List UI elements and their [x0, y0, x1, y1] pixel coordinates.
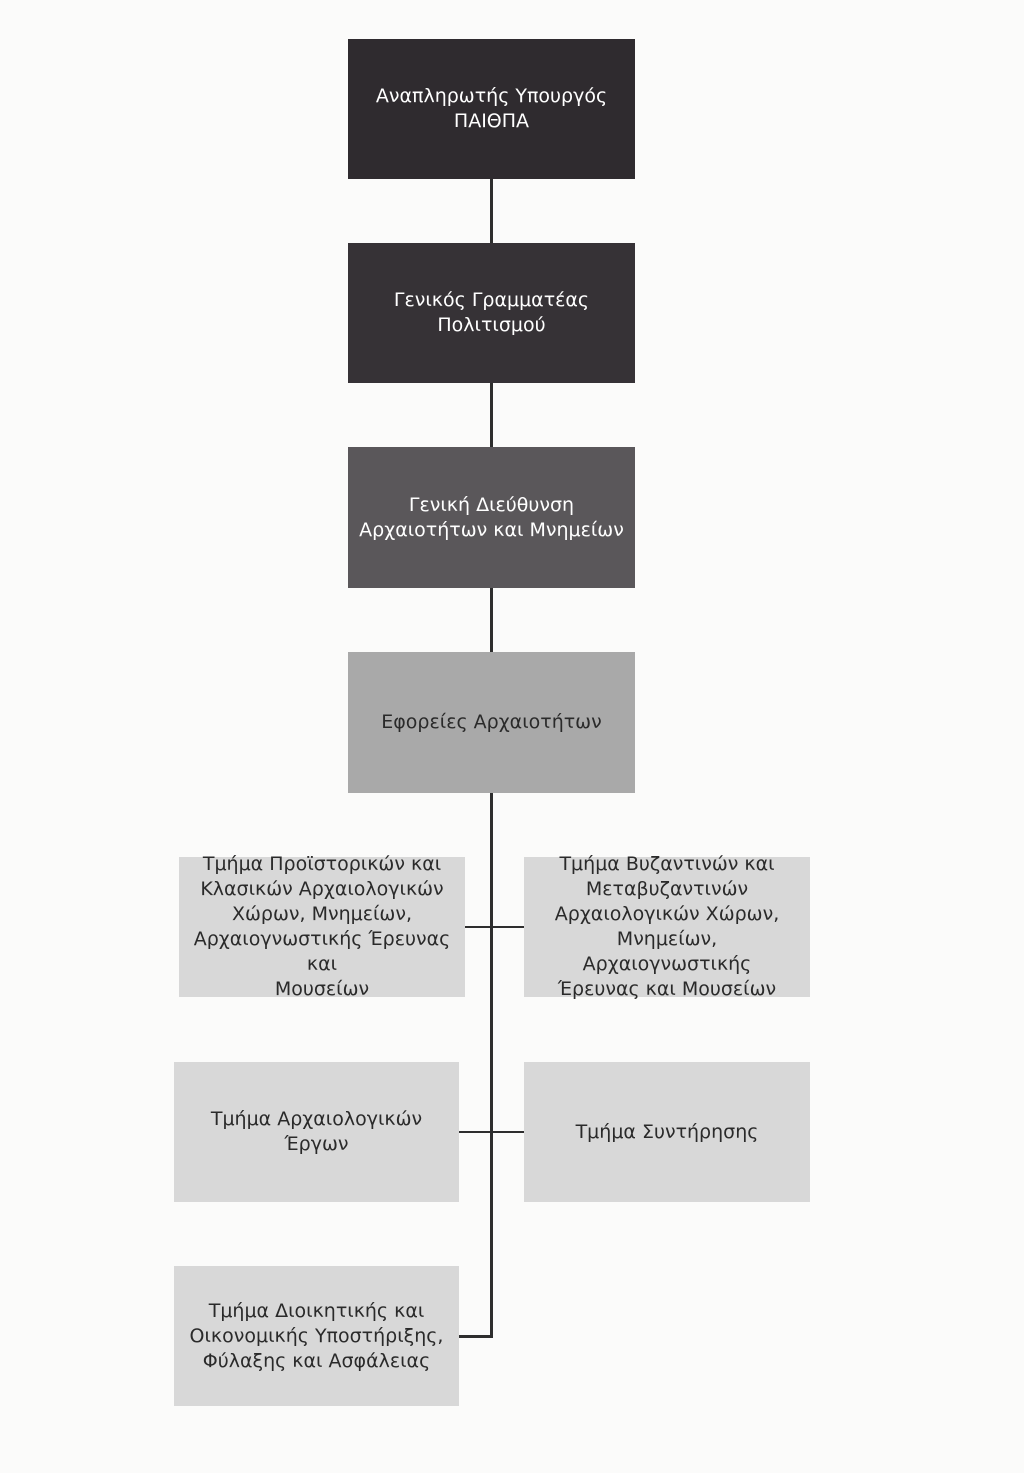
department-label-line: Τμήμα Συντήρησης — [575, 1120, 759, 1143]
connector-branch-row3 — [459, 1335, 493, 1338]
secretary-general-title: Γενικός Γραμματέας — [393, 289, 590, 311]
byzantine-department-box: Τμήμα Βυζαντινών και Μεταβυζαντινών Αρχα… — [524, 853, 810, 1000]
secretary-general-box: Γενικός Γραμματέας Πολιτισμού — [348, 243, 635, 383]
conservation-department-box: Τμήμα Συντήρησης — [524, 1062, 810, 1202]
secretary-general-subtitle: Πολιτισμού — [437, 314, 546, 336]
department-label-line: Τμήμα Διοικητικής και — [208, 1299, 425, 1322]
department-label-line: Έρευνας και Μουσείων — [557, 978, 777, 1000]
department-label-line: Μουσείων — [274, 978, 370, 1000]
department-label-line: Τμήμα Αρχαιολογικών Έργων — [210, 1108, 423, 1155]
department-label-line: Χώρων, Μνημείων, — [232, 903, 412, 925]
general-directorate-box: Γενική Διεύθυνση Αρχαιοτήτων και Μνημείω… — [348, 447, 635, 588]
department-label-line: Τμήμα Προϊστορικών και — [202, 853, 442, 875]
connector-level1-level2 — [490, 179, 493, 243]
administrative-support-department-box: Τμήμα Διοικητικής και Οικονομικής Υποστή… — [174, 1266, 459, 1406]
deputy-minister-title: Αναπληρωτής Υπουργός — [375, 85, 608, 107]
department-label-line: Μνημείων, Αρχαιογνωστικής — [582, 928, 752, 975]
general-directorate-title: Γενική Διεύθυνση — [408, 493, 575, 516]
ephorates-box: Εφορείες Αρχαιοτήτων — [348, 652, 635, 793]
department-label-line: Οικονομικής Υποστήριξης, — [189, 1324, 444, 1347]
connector-branch-row2 — [459, 1131, 524, 1133]
ephorates-title: Εφορείες Αρχαιοτήτων — [381, 711, 602, 733]
department-label-line: Αρχαιολογικών Χώρων, — [554, 903, 780, 925]
connector-branch-row1 — [465, 926, 524, 928]
connector-main-trunk — [490, 793, 493, 1338]
connector-level3-level4 — [490, 588, 493, 652]
department-label-line: Αρχαιογνωστικής Έρευνας και — [193, 928, 451, 975]
general-directorate-subtitle: Αρχαιοτήτων και Μνημείων — [359, 518, 624, 541]
connector-level2-level3 — [490, 383, 493, 447]
department-label-line: Κλασικών Αρχαιολογικών — [200, 878, 444, 900]
department-label-line: Φύλαξης και Ασφάλειας — [202, 1349, 431, 1372]
prehistoric-classical-department-box: Τμήμα Προϊστορικών και Κλασικών Αρχαιολο… — [179, 853, 465, 1000]
department-label-line: Μεταβυζαντινών — [585, 878, 749, 900]
department-label-line: Τμήμα Βυζαντινών και — [559, 853, 775, 875]
archaeological-works-department-box: Τμήμα Αρχαιολογικών Έργων — [174, 1062, 459, 1202]
deputy-minister-box: Αναπληρωτής Υπουργός ΠΑΙΘΠΑ — [348, 39, 635, 179]
deputy-minister-subtitle: ΠΑΙΘΠΑ — [453, 110, 530, 132]
